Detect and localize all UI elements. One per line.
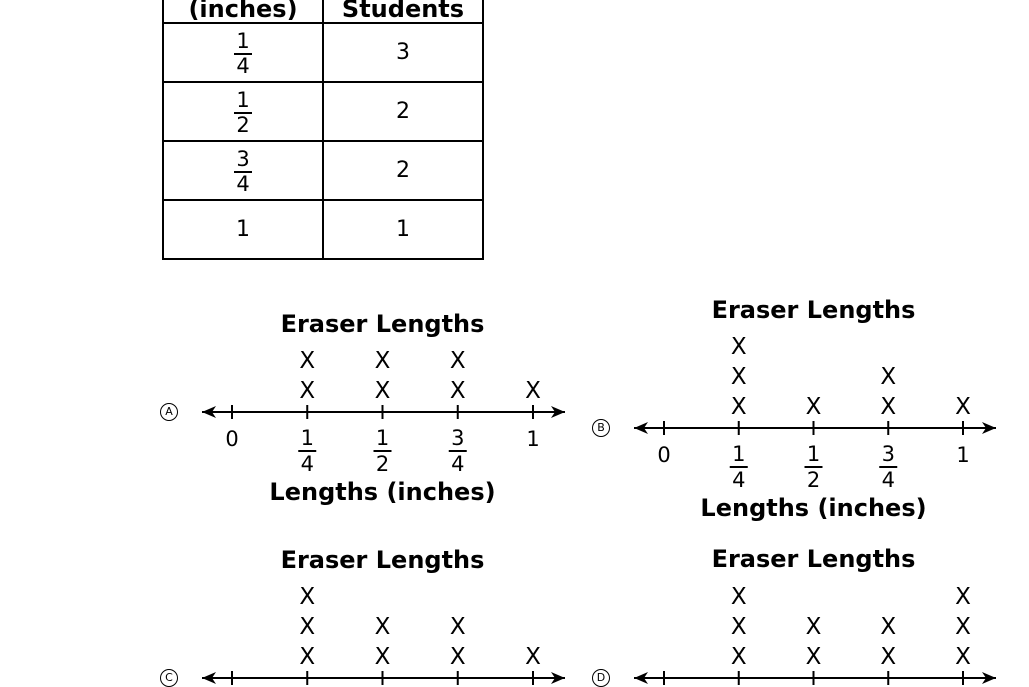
axis-arrow-left xyxy=(202,406,216,418)
data-mark-x: X xyxy=(806,614,822,640)
table-header-row: (inches) Students xyxy=(162,0,484,24)
axis-title: Lengths (inches) xyxy=(269,478,496,506)
tick-label-denominator: 2 xyxy=(807,468,820,492)
answer-option-radio[interactable]: A xyxy=(160,403,178,421)
data-mark-x: X xyxy=(731,394,747,420)
data-mark-x: X xyxy=(880,364,896,390)
data-mark-x: X xyxy=(450,644,466,670)
tick-label-denominator: 4 xyxy=(301,452,314,476)
data-mark-x: X xyxy=(731,614,747,640)
plot-title: Eraser Lengths xyxy=(711,545,916,573)
axis-arrow-right xyxy=(551,672,565,684)
data-mark-x: X xyxy=(806,644,822,670)
data-mark-x: X xyxy=(299,378,315,404)
header-students: Students xyxy=(322,0,484,24)
data-mark-x: X xyxy=(450,614,466,640)
tick-label: 1 xyxy=(526,427,539,451)
data-mark-x: X xyxy=(299,584,315,610)
tick-label-denominator: 4 xyxy=(451,452,464,476)
tick-label-denominator: 2 xyxy=(376,452,389,476)
axis-arrow-right xyxy=(982,422,996,434)
header-length: (inches) xyxy=(162,0,324,24)
data-mark-x: X xyxy=(731,364,747,390)
data-mark-x: X xyxy=(955,394,971,420)
axis-title: Lengths (inches) xyxy=(700,494,927,522)
data-mark-x: X xyxy=(525,378,541,404)
students-cell: 3 xyxy=(322,22,484,83)
data-mark-x: X xyxy=(375,378,391,404)
data-mark-x: X xyxy=(955,644,971,670)
tick-label: 0 xyxy=(225,427,238,451)
students-cell: 2 xyxy=(322,140,484,201)
plot-title: Eraser Lengths xyxy=(280,546,485,574)
tick-label: 1 xyxy=(956,443,969,467)
data-mark-x: X xyxy=(375,614,391,640)
tick-label-denominator: 4 xyxy=(882,468,895,492)
students-cell: 1 xyxy=(322,199,484,260)
tick-label: 0 xyxy=(657,443,670,467)
tick-label-numerator: 1 xyxy=(732,442,745,466)
axis-arrow-right xyxy=(551,406,565,418)
plot-title: Eraser Lengths xyxy=(711,296,916,324)
axis-arrow-left xyxy=(634,422,648,434)
table-row: 1 1 xyxy=(162,199,484,260)
data-mark-x: X xyxy=(375,644,391,670)
data-mark-x: X xyxy=(299,614,315,640)
tick-label-numerator: 1 xyxy=(807,442,820,466)
data-mark-x: X xyxy=(450,378,466,404)
tick-label-numerator: 1 xyxy=(376,426,389,450)
data-mark-x: X xyxy=(731,644,747,670)
data-mark-x: X xyxy=(880,614,896,640)
data-mark-x: X xyxy=(375,348,391,374)
tick-label-numerator: 3 xyxy=(451,426,464,450)
tick-label-denominator: 4 xyxy=(732,468,745,492)
plot-title: Eraser Lengths xyxy=(280,310,485,338)
data-mark-x: X xyxy=(450,348,466,374)
length-cell: 1 xyxy=(162,199,324,260)
answer-option-radio[interactable]: B xyxy=(592,419,610,437)
tick-label-numerator: 1 xyxy=(301,426,314,450)
data-mark-x: X xyxy=(880,644,896,670)
data-mark-x: X xyxy=(955,614,971,640)
students-cell: 2 xyxy=(322,81,484,142)
data-mark-x: X xyxy=(525,644,541,670)
axis-arrow-left xyxy=(202,672,216,684)
data-mark-x: X xyxy=(955,584,971,610)
data-mark-x: X xyxy=(806,394,822,420)
data-mark-x: X xyxy=(299,644,315,670)
data-mark-x: X xyxy=(731,334,747,360)
data-mark-x: X xyxy=(299,348,315,374)
axis-arrow-left xyxy=(634,672,648,684)
data-mark-x: X xyxy=(880,394,896,420)
tick-label-numerator: 3 xyxy=(882,442,895,466)
axis-arrow-right xyxy=(982,672,996,684)
data-mark-x: X xyxy=(731,584,747,610)
